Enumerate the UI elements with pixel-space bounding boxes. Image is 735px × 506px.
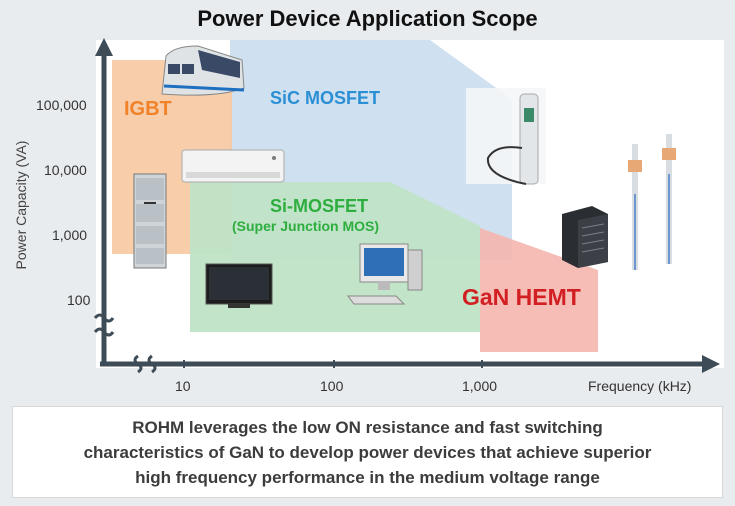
x-tick-label: 100: [320, 378, 344, 394]
footer-line: ROHM leverages the low ON resistance and…: [132, 418, 603, 437]
y-tick-label: 100: [67, 292, 91, 308]
x-axis-break-2: [147, 354, 157, 374]
air-conditioner-icon: [181, 149, 285, 183]
tv-icon: [205, 263, 273, 308]
server-cabinet-icon: [133, 173, 167, 269]
desktop-computer-icon: [347, 243, 423, 305]
x-axis-break: [133, 354, 143, 374]
base-station-tower-icon: [628, 134, 676, 270]
ev-charger-icon: [466, 88, 546, 185]
y-axis-arrow: [95, 38, 113, 56]
y-tick-label: 10,000: [44, 162, 87, 178]
sic-mosfet-label: SiC MOSFET: [270, 88, 381, 108]
footer-line: characteristics of GaN to develop power …: [83, 443, 652, 462]
page-title: Power Device Application Scope: [197, 6, 538, 31]
x-axis-arrow: [702, 355, 720, 373]
y-axis-break: [93, 313, 115, 323]
y-tick-label: 1,000: [52, 227, 88, 243]
igbt-label: IGBT: [124, 98, 172, 120]
footer-note: ROHM leverages the low ON resistance and…: [12, 406, 723, 498]
y-axis-break-2: [93, 327, 115, 337]
gan-region: [480, 228, 598, 352]
footer-line: high frequency performance in the medium…: [135, 468, 600, 487]
si-mosfet-sublabel: (Super Junction MOS): [232, 218, 379, 234]
train-icon: [161, 45, 245, 96]
server-rack-icon: [562, 206, 608, 268]
y-tick-label: 100,000: [36, 97, 87, 113]
x-tick-label: 10: [175, 378, 191, 394]
si-mosfet-label: Si-MOSFET: [270, 196, 368, 216]
gan-hemt-label: GaN HEMT: [462, 284, 581, 310]
y-axis-label: Power Capacity (VA): [13, 140, 29, 270]
x-axis-label: Frequency (kHz): [588, 378, 692, 394]
x-tick-label: 1,000: [462, 378, 498, 394]
